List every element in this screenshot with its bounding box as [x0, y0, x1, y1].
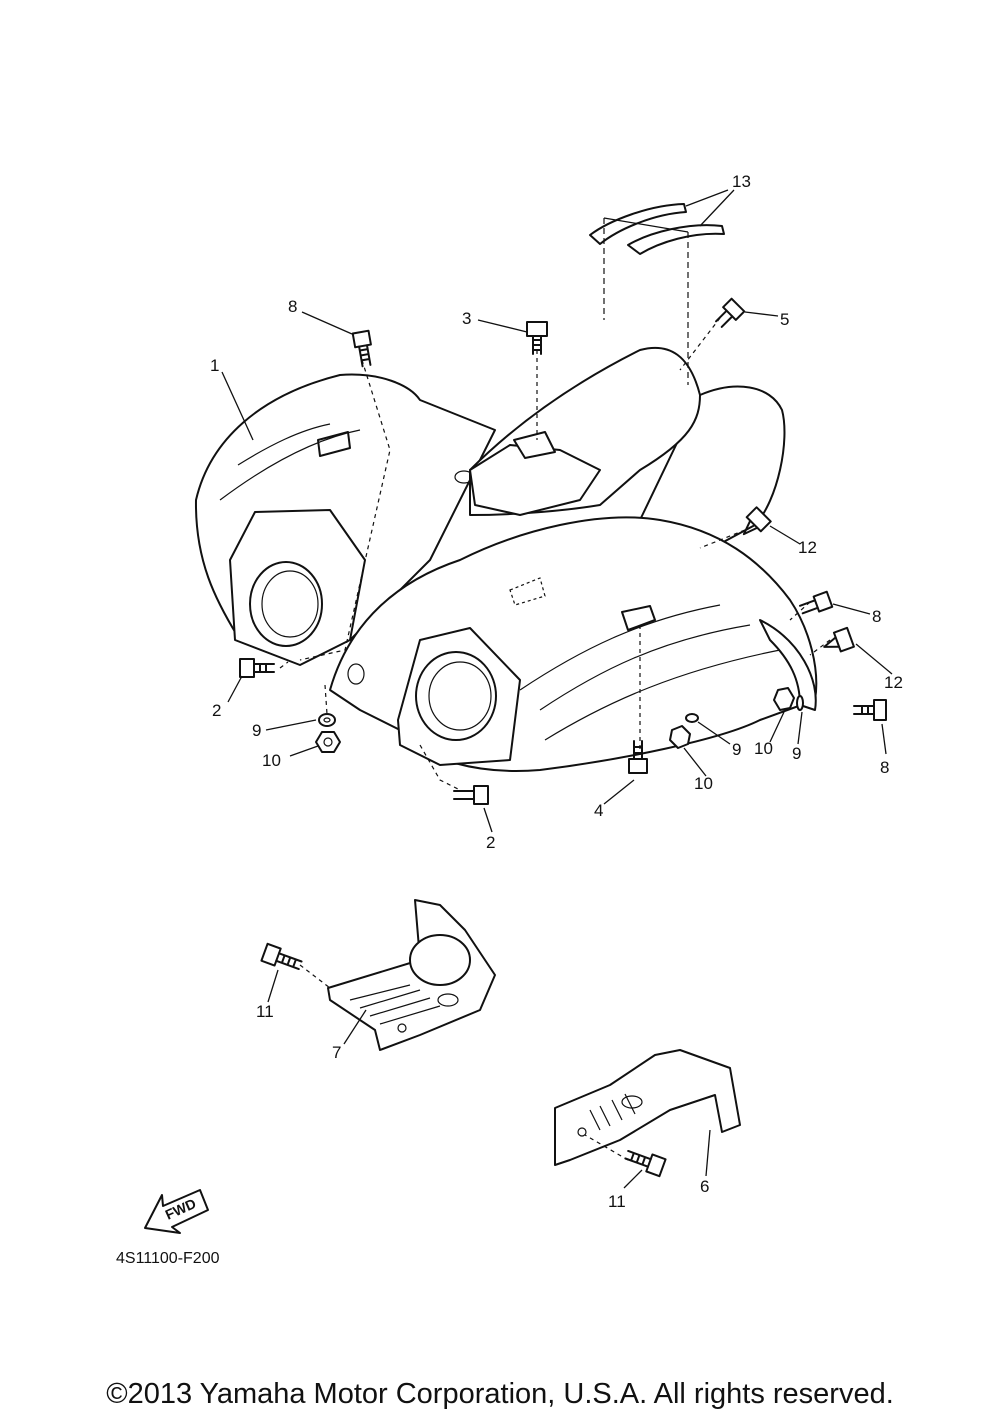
callout-10: 10 — [262, 751, 281, 770]
parts-diagram: 13 8 3 5 1 12 8 12 2 9 10 2 4 9 10 10 9 … — [116, 172, 903, 1267]
callout-12: 12 — [884, 673, 903, 692]
callout-2: 2 — [212, 701, 221, 720]
callout-6: 6 — [700, 1177, 709, 1196]
callout-3: 3 — [462, 309, 471, 328]
guard-7 — [327, 899, 496, 1051]
callout-9: 9 — [252, 721, 261, 740]
callout-10: 10 — [754, 739, 773, 758]
callout-8: 8 — [288, 297, 297, 316]
guard-6 — [554, 1049, 741, 1166]
callout-9: 9 — [732, 740, 741, 759]
callout-4: 4 — [594, 801, 603, 820]
callout-10: 10 — [694, 774, 713, 793]
callout-1: 1 — [210, 356, 219, 375]
part-code: 4S11100-F200 — [116, 1250, 220, 1267]
fasteners — [239, 297, 887, 1178]
reflector-strips — [589, 203, 725, 385]
callout-9: 9 — [792, 744, 801, 763]
callout-8: 8 — [872, 607, 881, 626]
callout-11: 11 — [608, 1192, 626, 1211]
callout-5: 5 — [780, 310, 789, 329]
callout-7: 7 — [332, 1043, 341, 1062]
callout-13: 13 — [732, 172, 751, 191]
callout-labels: 13 8 3 5 1 12 8 12 2 9 10 2 4 9 10 10 9 … — [210, 172, 903, 1211]
callout-8: 8 — [880, 758, 889, 777]
front-fender — [194, 346, 818, 772]
assembly-lines — [279, 317, 831, 1161]
copyright-notice: ©2013 Yamaha Motor Corporation, U.S.A. A… — [106, 1378, 894, 1410]
leader-lines — [221, 189, 893, 1189]
callout-2: 2 — [486, 833, 495, 852]
callout-12: 12 — [798, 538, 817, 557]
fwd-arrow: FWD — [144, 1189, 209, 1234]
callout-11: 11 — [256, 1002, 274, 1021]
